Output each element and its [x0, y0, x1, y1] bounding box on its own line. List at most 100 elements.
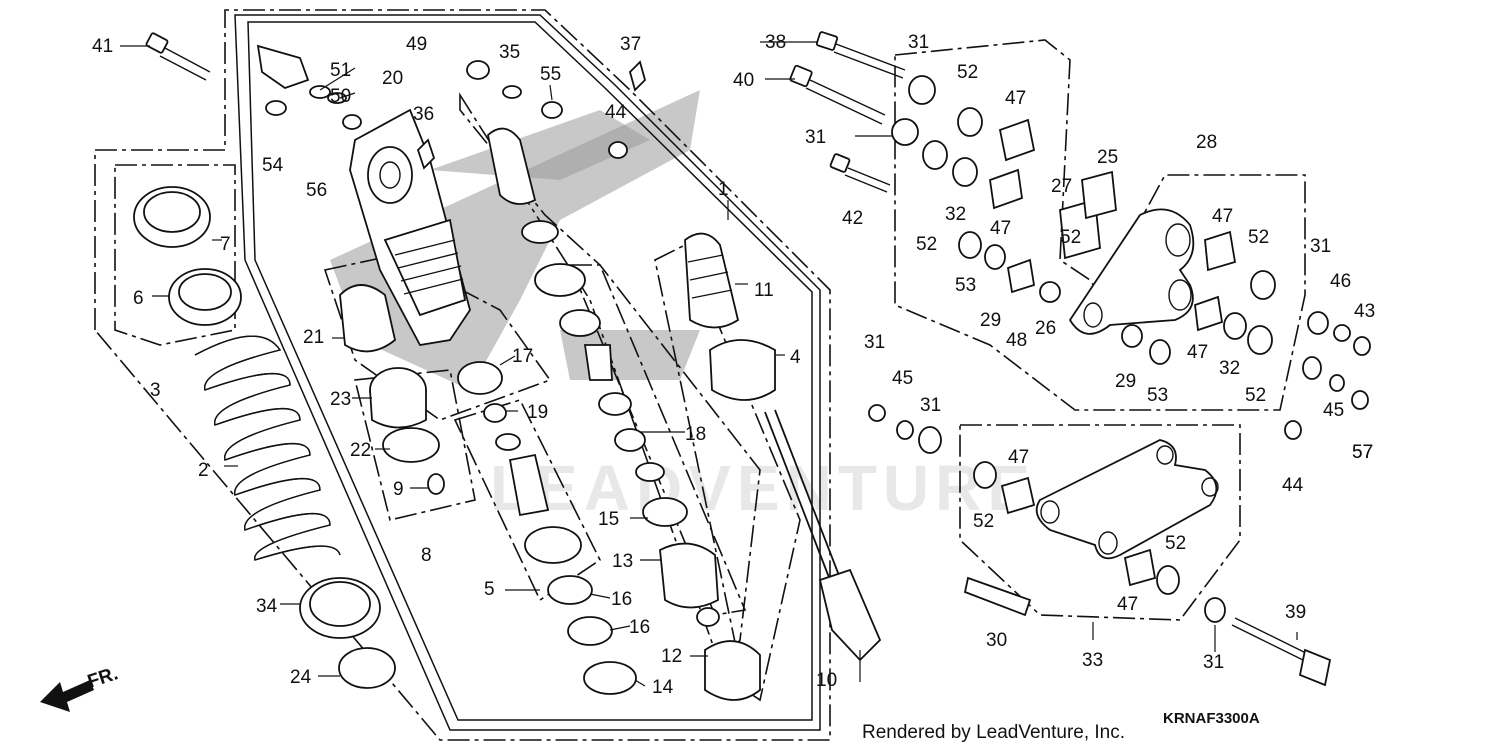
callout-40: 40 [733, 70, 754, 91]
callout-31: 31 [805, 127, 826, 148]
callout-19: 19 [527, 402, 548, 423]
part-ring-24 [338, 647, 396, 689]
callout-56: 56 [306, 180, 327, 201]
callout-52: 52 [957, 62, 978, 83]
callout-leaders [120, 41, 1298, 687]
callout-20: 20 [382, 68, 403, 89]
callout-31: 31 [1203, 652, 1224, 673]
callout-48: 48 [1006, 330, 1027, 351]
callout-47: 47 [1187, 342, 1208, 363]
part-valve-20 [256, 44, 362, 130]
callout-52: 52 [1248, 227, 1269, 248]
callout-41: 41 [92, 36, 113, 57]
callout-47: 47 [1005, 88, 1026, 109]
callout-13: 13 [612, 551, 633, 572]
callout-29: 29 [980, 310, 1001, 331]
part-rod-assembly [684, 232, 882, 662]
callout-31: 31 [864, 332, 885, 353]
callout-10: 10 [816, 670, 837, 691]
callout-45: 45 [892, 368, 913, 389]
credit-caption: Rendered by LeadVenture, Inc. [862, 722, 1125, 743]
callout-34: 34 [256, 596, 278, 617]
callout-45: 45 [1323, 400, 1344, 421]
callout-14: 14 [652, 677, 674, 698]
callout-47: 47 [1008, 447, 1029, 468]
callout-52: 52 [1245, 385, 1266, 406]
callout-52: 52 [916, 234, 937, 255]
callout-53: 53 [955, 275, 976, 296]
watermark: LEADVENTURE [490, 452, 1036, 524]
group-outlines [94, 9, 1306, 741]
part-link-33 [963, 439, 1219, 617]
callout-33: 33 [1082, 650, 1103, 671]
part-small-hardware [416, 60, 647, 170]
callout-3: 3 [150, 380, 161, 401]
part-spring-2 [194, 335, 341, 561]
callout-49: 49 [406, 34, 427, 55]
callout-28: 28 [1196, 132, 1217, 153]
callout-7: 7 [220, 234, 231, 255]
callout-42: 42 [842, 208, 863, 229]
part-side-hardware [868, 311, 1371, 454]
callout-44: 44 [605, 102, 627, 123]
callout-24: 24 [290, 667, 312, 688]
callout-52: 52 [973, 511, 994, 532]
callout-22: 22 [350, 440, 371, 461]
part-lock-nuts [133, 186, 242, 326]
callout-46: 46 [1330, 271, 1351, 292]
front-label: FR. [85, 663, 121, 692]
callout-51: 51 [330, 60, 351, 81]
callout-32: 32 [1219, 358, 1240, 379]
callout-50: 50 [330, 86, 351, 107]
callout-15: 15 [598, 509, 619, 530]
callout-9: 9 [393, 479, 404, 500]
callout-27: 27 [1051, 176, 1072, 197]
callout-43: 43 [1354, 301, 1375, 322]
callout-11: 11 [754, 280, 774, 301]
callout-57: 57 [1352, 442, 1373, 463]
callout-55: 55 [540, 64, 561, 85]
callout-54: 54 [262, 155, 284, 176]
callout-23: 23 [330, 389, 351, 410]
part-reservoir-parts [339, 284, 503, 495]
callout-47: 47 [1117, 594, 1138, 615]
callout-18: 18 [685, 424, 706, 445]
callout-2: 2 [198, 460, 209, 481]
part-linkage-bolts [789, 31, 906, 193]
callout-21: 21 [303, 327, 324, 348]
front-arrow: FR. [40, 663, 121, 712]
callout-35: 35 [499, 42, 520, 63]
callout-57: 57 [1352, 442, 1373, 463]
part-bolt-41 [145, 32, 211, 81]
callout-31: 31 [920, 395, 941, 416]
callout-32: 32 [945, 204, 966, 225]
part-linkage-bearings [891, 75, 1117, 303]
part-shock-body [349, 108, 471, 346]
callout-52: 52 [1165, 533, 1186, 554]
callout-36: 36 [413, 104, 434, 125]
part-bolt-39 [1204, 597, 1332, 687]
callout-39: 39 [1285, 602, 1306, 623]
callout-1: 1 [718, 179, 729, 200]
part-washer-54 [265, 100, 287, 116]
callout-16: 16 [629, 617, 650, 638]
diagram-code: KRNAF3300A [1163, 710, 1260, 727]
callout-16: 16 [611, 589, 632, 610]
callout-26: 26 [1035, 318, 1056, 339]
callout-4: 4 [790, 347, 801, 368]
callout-30: 30 [986, 630, 1007, 651]
callout-17: 17 [512, 346, 533, 367]
callout-38: 38 [765, 32, 786, 53]
part-damper-internals [483, 127, 761, 701]
callout-47: 47 [990, 218, 1011, 239]
callout-6: 6 [133, 288, 144, 309]
callout-47: 47 [1212, 206, 1233, 227]
callout-8: 8 [421, 545, 432, 566]
callout-31: 31 [908, 32, 929, 53]
callout-53: 53 [1147, 385, 1168, 406]
callout-5: 5 [484, 579, 495, 600]
part-rocker-arm-28 [1068, 208, 1276, 365]
